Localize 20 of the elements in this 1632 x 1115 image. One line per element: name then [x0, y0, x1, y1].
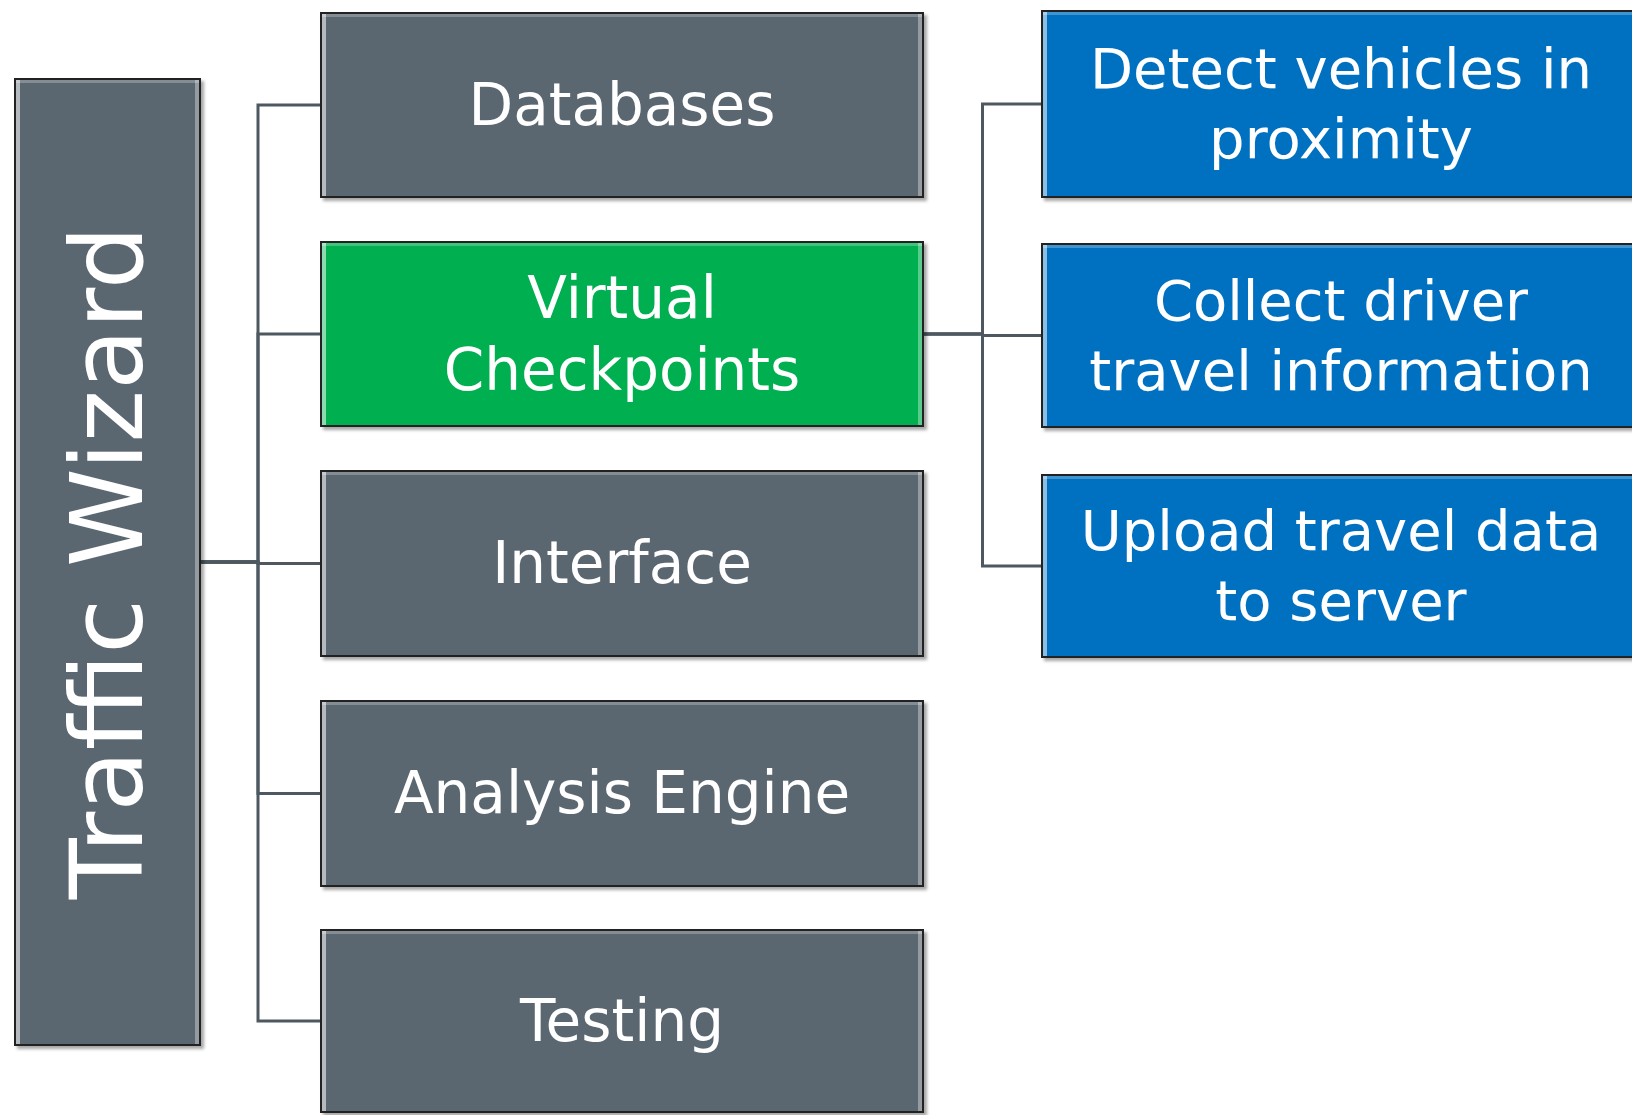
- node-label: Detect vehicles in proximity: [1089, 35, 1593, 173]
- node-label: Databases: [467, 69, 777, 141]
- connector-line: [201, 560, 320, 1023]
- module-box: [1041, 243, 1632, 428]
- module-box: [320, 241, 924, 427]
- node-label: Collect driver travel information: [1088, 266, 1594, 405]
- connector-line: [924, 332, 1041, 568]
- node-label: Upload travel data to server: [1079, 497, 1603, 635]
- node-label: Traffic Wizard: [48, 225, 167, 899]
- module-box: [320, 929, 924, 1113]
- module-box: [320, 700, 924, 887]
- node-label: Analysis Engine: [392, 758, 852, 830]
- module-box: [1041, 474, 1632, 658]
- node-label: Interface: [491, 528, 753, 600]
- node-label: Testing: [518, 985, 725, 1057]
- module-box: [320, 470, 924, 657]
- root-box: [14, 78, 201, 1046]
- module-box: [1041, 10, 1632, 198]
- module-box: [320, 12, 924, 198]
- node-label: Virtual Checkpoints: [442, 262, 802, 406]
